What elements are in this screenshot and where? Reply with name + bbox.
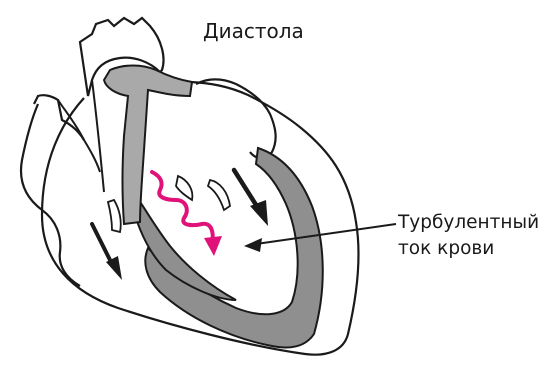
aortic-inner-line [92,80,104,192]
inner-atrium-line [58,100,100,172]
turbulent-flow-arrowhead [204,236,222,256]
phase-label: Диастола [203,19,304,43]
right-atrium-outline [21,104,80,286]
mitral-valve-leaflet [176,176,192,200]
turbulent-flow-label: Турбулентный ток крови [398,210,539,262]
aortic-valve-leaflet [208,180,230,210]
flow-arrow-left-shaft [92,224,112,264]
callout-pointer-head [244,238,262,252]
flow-arrow-right-head [250,200,268,226]
turbulent-flow-label-line2: ток крови [398,236,539,262]
tricuspid-valve-leaflet [108,200,121,232]
turbulent-flow-label-line1: Турбулентный [398,210,539,236]
callout-pointer-line [256,224,396,244]
flow-arrow-right-shaft [234,170,258,208]
